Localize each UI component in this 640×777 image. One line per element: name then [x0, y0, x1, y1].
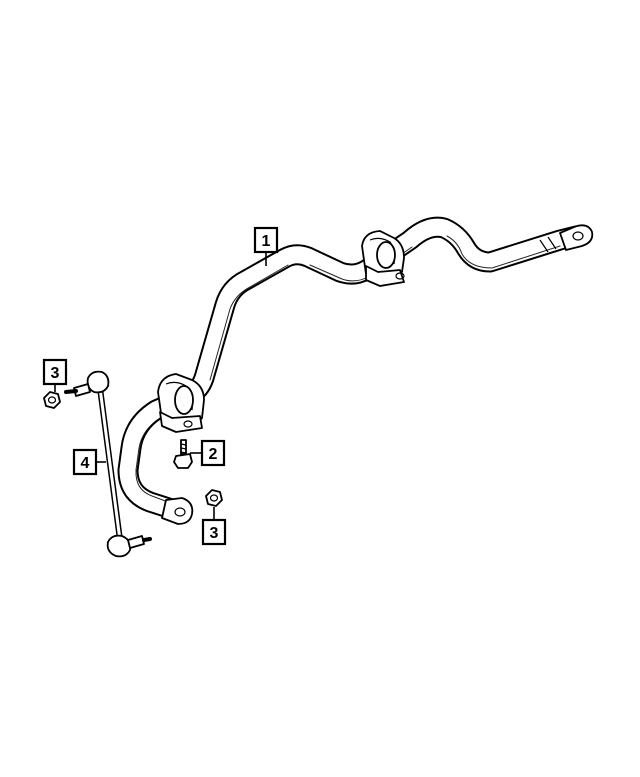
nut-lower: [205, 489, 223, 507]
callout-label-4: 4: [81, 455, 90, 472]
callout-part-1: 1: [253, 226, 279, 254]
nut-upper: [43, 391, 61, 409]
callout-label-3-lower: 3: [210, 525, 219, 542]
callout-part-3-upper: 3: [42, 358, 68, 386]
bar-right-end-hole: [572, 231, 584, 241]
bolt: [173, 439, 193, 469]
bushing-clamp-right: [361, 230, 405, 287]
leader-lines: [54, 252, 267, 520]
callout-part-4: 4: [72, 448, 98, 476]
stabilizer-link: [64, 370, 152, 558]
bushing-clamp-left: [157, 373, 205, 433]
stabilizer-bar: [117, 216, 594, 525]
bar-left-end-eye: [161, 497, 194, 525]
bar-left-end-hole: [174, 507, 186, 517]
bar-right-end-eye: [559, 224, 594, 251]
callout-part-2: 2: [200, 439, 226, 467]
callout-label-1: 1: [262, 233, 271, 250]
callout-label-3-upper: 3: [51, 365, 60, 382]
callout-part-3-lower: 3: [201, 518, 227, 546]
callout-label-2: 2: [209, 446, 218, 463]
